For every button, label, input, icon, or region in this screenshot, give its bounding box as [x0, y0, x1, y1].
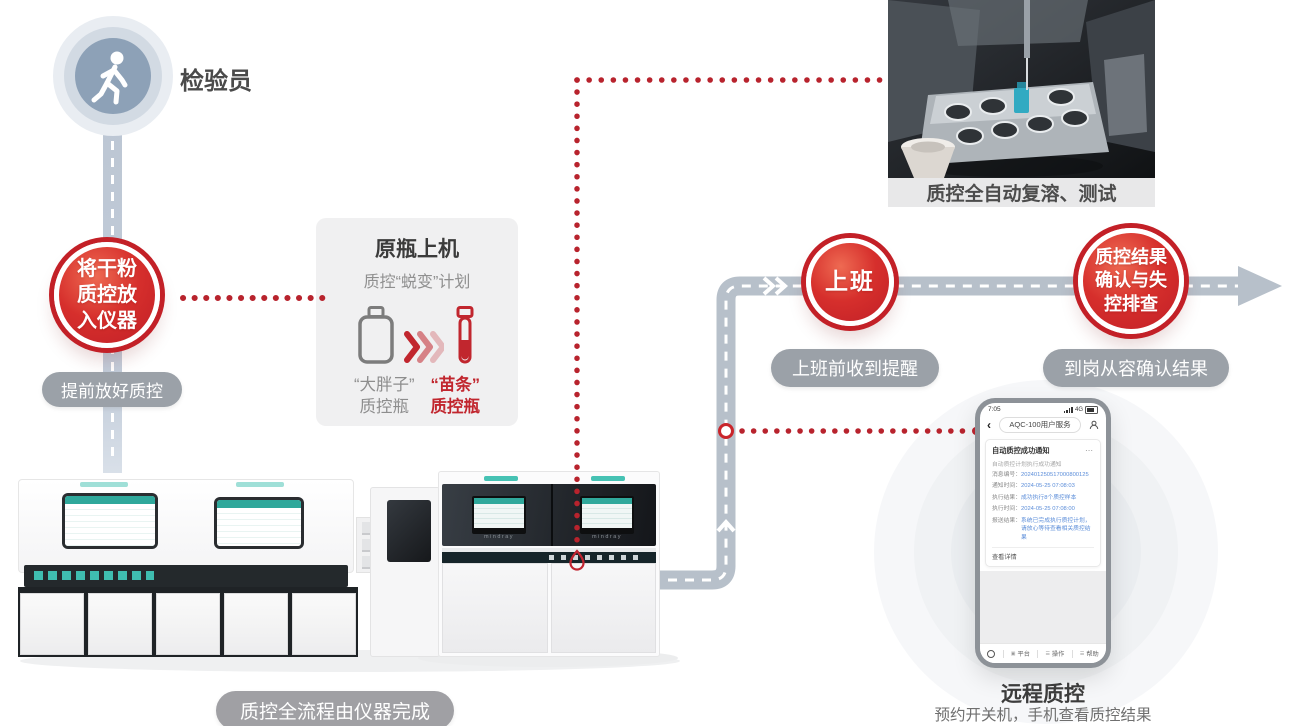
- notification-row: 执行结果： 成功执行8个质控样本: [992, 494, 1077, 501]
- battery-icon: [1085, 406, 1098, 414]
- badge-confirm-result: 到岗从容确认结果: [1043, 349, 1229, 387]
- card-subtitle: 质控“蜕变”计划: [363, 274, 471, 291]
- aqc-control-strip: [442, 552, 656, 563]
- tab-operate[interactable]: ☰操作: [1045, 650, 1065, 659]
- road-right-arrow-icon: [762, 276, 777, 296]
- phone-screen: 7:05 4G ‹ AQC-100用户服务 自动质控成功通知 ⋯: [980, 403, 1106, 663]
- qc-drop-icon: [569, 549, 585, 571]
- notification-title: 自动质控成功通知: [992, 445, 1050, 455]
- back-icon[interactable]: ‹: [987, 417, 991, 432]
- transform-chevrons-icon: [404, 331, 444, 363]
- remote-qc-title: 远程质控: [1001, 683, 1085, 706]
- probe-icon: [1024, 0, 1030, 58]
- screen-background: [980, 571, 1106, 643]
- card-title: 原瓶上机: [375, 238, 459, 261]
- inspector-node: [75, 38, 151, 114]
- phone-statusbar: 7:05 4G: [980, 403, 1106, 414]
- photo-caption: 质控全自动复溶、测试: [888, 178, 1155, 207]
- reconstitution-photo: [888, 0, 1155, 178]
- user-icon[interactable]: [1089, 420, 1099, 430]
- badge-machines-flow: 质控全流程由仪器完成: [215, 691, 455, 726]
- slim-bottle-label: “苗条” 质控瓶: [430, 376, 481, 417]
- notification-row: 消息编号： 202401250517000800125: [992, 471, 1089, 478]
- view-detail-link[interactable]: 查看详情: [992, 554, 1017, 562]
- walking-person-icon: [91, 51, 128, 105]
- notification-subtitle: 自动质控计划执行成功通知: [992, 461, 1062, 468]
- analyzer-line: mindray mindray: [18, 465, 668, 665]
- signal-icon: [1063, 406, 1073, 413]
- fat-bottle-icon: [358, 306, 394, 364]
- road-arrowhead-icon: [1238, 266, 1282, 306]
- notification-row: 执行时间： 2024-05-25 07:08:00: [992, 506, 1075, 513]
- status-time: 7:05: [988, 406, 1001, 414]
- original-bottle-card: 原瓶上机 质控“蜕变”计划 “大胖子” 质控瓶 “苗条” 质控瓶: [316, 218, 518, 426]
- brand-logo: mindray: [484, 534, 515, 540]
- notification-card: 自动质控成功通知 ⋯ 自动质控计划执行成功通知 消息编号： 2024012505…: [985, 438, 1101, 568]
- fat-bottle-label: “大胖子” 质控瓶: [354, 376, 415, 417]
- slim-tube-icon: [456, 306, 474, 364]
- tab-platform[interactable]: ▣平台: [1010, 650, 1030, 659]
- badge-place-qc: 提前放好质控: [42, 372, 182, 407]
- home-tab-icon[interactable]: [987, 649, 996, 658]
- aqc-dark-panel: mindray mindray: [442, 484, 656, 546]
- brand-logo: mindray: [592, 534, 623, 540]
- analyzer-cabinet: [18, 587, 358, 657]
- phone-navbar: ‹ AQC-100用户服务: [980, 414, 1106, 437]
- network-label: 4G: [1074, 406, 1083, 413]
- remote-qc-subtitle: 预约开关机，手机查看质控结果: [934, 707, 1152, 724]
- road-up-arrow-icon: [716, 518, 736, 533]
- qc-vial-cap: [1017, 82, 1026, 90]
- badge-work-reminder: 上班前收到提醒: [771, 349, 939, 387]
- phone-tabbar: ▣平台 ☰操作 ☰帮助: [980, 643, 1106, 663]
- phone-mockup: 7:05 4G ‹ AQC-100用户服务 自动质控成功通知 ⋯: [975, 398, 1111, 668]
- analyzer-screen-1: [62, 493, 158, 549]
- app-title: AQC-100用户服务: [999, 416, 1081, 433]
- aqc-unit: mindray mindray: [438, 471, 660, 657]
- inspector-label: 检验员: [180, 68, 252, 95]
- sample-track: [24, 565, 348, 587]
- step-place-qc-circle: 将干粉 质控放 入仪器: [54, 242, 160, 348]
- road-connector-node: [718, 423, 734, 439]
- tab-help[interactable]: ☰帮助: [1079, 650, 1099, 659]
- notification-row: 报送结果： 系统已完成执行质控计划，请放心等待查看相关质控结果: [992, 518, 1091, 541]
- funnel-shape: [901, 147, 955, 178]
- analyzer-screen-2: [214, 497, 304, 549]
- step-work-circle: 上班: [806, 238, 894, 326]
- more-icon[interactable]: ⋯: [1085, 446, 1094, 455]
- qc-vial: [1014, 88, 1029, 113]
- notification-row: 通知时间： 2024-05-25 07:08:03: [992, 483, 1075, 490]
- module-tower: [370, 487, 440, 657]
- step-confirm-circle: 质控结果 确认与失 控排查: [1078, 228, 1184, 334]
